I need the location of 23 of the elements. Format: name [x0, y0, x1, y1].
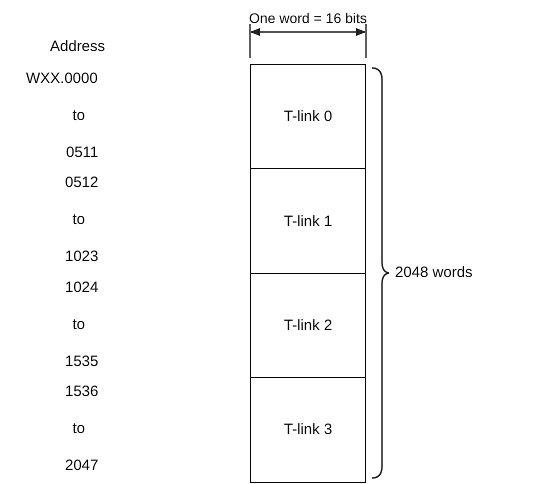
address-label: to [72, 420, 86, 438]
address-label: to [72, 211, 86, 230]
address-label: 1023 [65, 248, 98, 266]
address-label: 1024 [65, 278, 98, 296]
size-label: 2048 words [395, 264, 473, 282]
address-label: 0511 [66, 144, 98, 162]
block-label: T-link 1 [284, 212, 332, 230]
block-label: T-link 3 [284, 421, 332, 438]
address-label: 1535 [65, 352, 98, 370]
memory-block [250, 64, 366, 170]
address-label: 2047 [65, 456, 98, 475]
address-label: 1536 [65, 382, 98, 401]
address-label: WXX.0000 [26, 70, 98, 88]
memory-block [250, 376, 366, 482]
memory-block [250, 168, 366, 274]
address-label: 0512 [65, 174, 98, 192]
column-header: Address [50, 38, 106, 56]
address-label: to [72, 107, 86, 125]
address-label: to [72, 316, 86, 334]
block-label: T-link 0 [284, 108, 332, 126]
memory-block [250, 272, 366, 378]
dimension-label: One word = 16 bits [249, 9, 367, 27]
block-label: T-link 2 [284, 316, 332, 334]
